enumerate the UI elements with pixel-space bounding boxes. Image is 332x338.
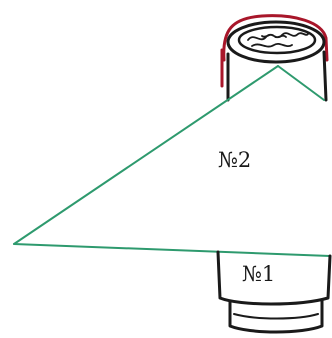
top-cup — [222, 16, 327, 100]
cone-line-lower — [14, 244, 330, 256]
cone-line-right — [278, 66, 324, 100]
top-cup-contents — [248, 33, 308, 46]
top-cup-body — [228, 52, 326, 100]
bottom-cup-base-line — [234, 314, 318, 319]
part-2-label: №2 — [218, 148, 251, 172]
cone-lines — [14, 66, 330, 256]
part-1-label: №1 — [242, 262, 275, 286]
top-cup-opening — [239, 27, 315, 53]
